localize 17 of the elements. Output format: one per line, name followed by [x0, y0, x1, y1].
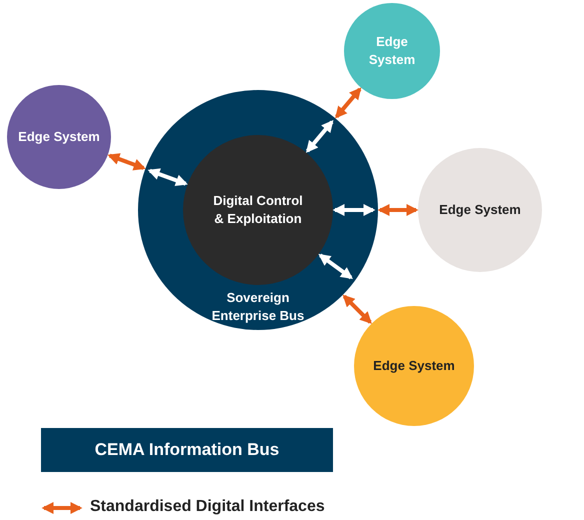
node-label: Edge System: [18, 128, 100, 146]
node-label: Edge System: [439, 201, 521, 219]
node-label: Edge System: [373, 357, 455, 375]
double-arrow: [306, 120, 334, 153]
node-label: CEMA Information Bus: [94, 441, 280, 459]
double-arrow: [378, 204, 418, 216]
legend-label: Standardised Digital Interfaces: [90, 498, 325, 516]
double-arrow: [107, 153, 146, 170]
double-arrow: [148, 168, 188, 186]
node-label: Digital Control & Exploitation: [212, 192, 304, 228]
node-label: Sovereign Enterprise Bus: [210, 289, 306, 326]
node-label: Edge System: [368, 33, 416, 69]
double-arrow: [318, 254, 353, 280]
double-arrow: [342, 294, 372, 324]
title-banner: [41, 428, 333, 472]
double-arrow: [332, 204, 376, 216]
double-arrow: [335, 87, 362, 119]
